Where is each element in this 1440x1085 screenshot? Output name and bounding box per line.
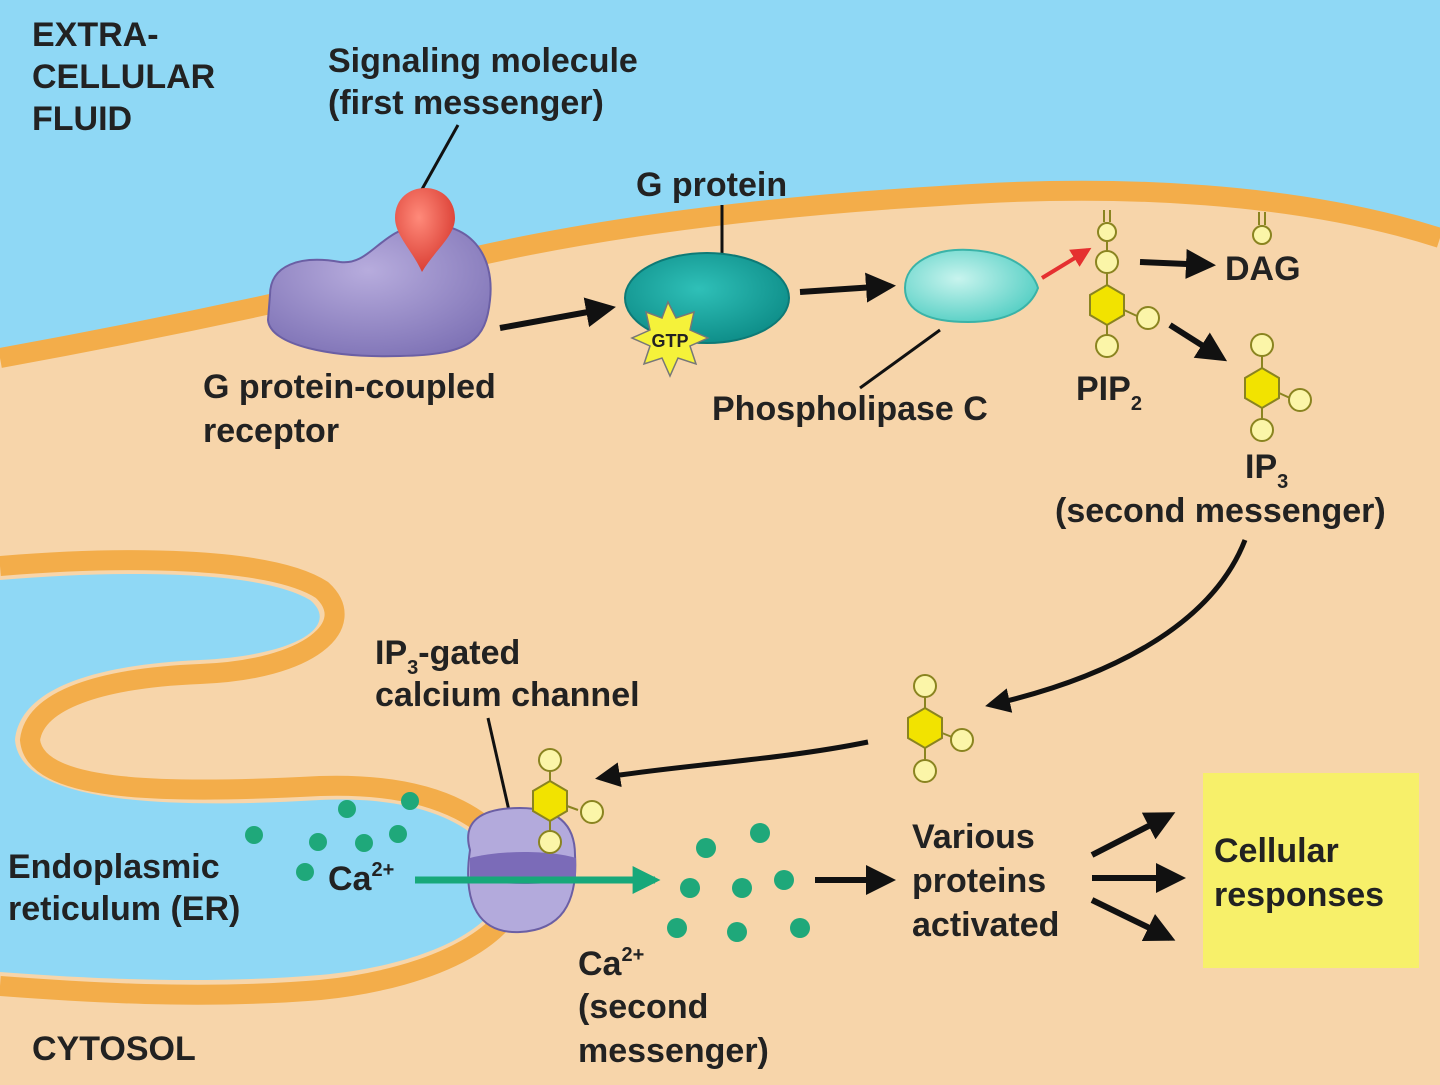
arrow-to-responses-down <box>1090 897 1176 941</box>
proteins-label-3: activated <box>912 906 1059 944</box>
channel-leader-line <box>486 717 512 816</box>
pip2-label: PIP2 <box>1076 370 1142 415</box>
arrow-gprotein-to-plc <box>799 272 896 303</box>
proteins-label-2: proteins <box>912 862 1046 900</box>
arrow-ip3-binds-channel <box>595 739 869 788</box>
er-label-1: Endoplasmic <box>8 848 220 886</box>
signaling-molecule <box>395 188 455 272</box>
arrow-plc-cleaves-pip2 <box>1040 247 1092 280</box>
er-label-2: reticulum (ER) <box>8 890 240 928</box>
plasma-membrane <box>0 180 1440 368</box>
extracellular-label-3: FLUID <box>32 100 132 138</box>
arrow-to-dag <box>1139 248 1216 279</box>
ca-cytosol-label-3: messenger) <box>578 1032 769 1070</box>
responses-label-2: responses <box>1214 876 1384 914</box>
calcium-ions-er <box>245 792 419 881</box>
calcium-ions-cytosol <box>667 823 810 942</box>
g-protein-coupled-receptor <box>266 223 492 358</box>
arrow-to-ip3 <box>1168 322 1228 362</box>
phospholipase-c <box>903 248 1040 324</box>
signaling-leader-line <box>414 124 460 201</box>
pip2-molecule <box>1089 210 1160 358</box>
ip3-molecule-middle <box>907 674 974 783</box>
arrow-receptor-to-gprotein <box>499 297 616 331</box>
receptor-label-2: receptor <box>203 412 339 450</box>
ip3-molecule-bound <box>532 748 604 854</box>
responses-label-1: Cellular <box>1214 832 1339 870</box>
channel-label-1: IP3-gated <box>375 634 520 679</box>
cytosol-label: CYTOSOL <box>32 1030 196 1068</box>
ca-er-label: Ca2+ <box>328 859 394 898</box>
ip3-label: IP3 <box>1245 448 1288 493</box>
er-membrane <box>0 550 531 1005</box>
g-protein-label: G protein <box>636 166 787 204</box>
arrow-ip3-diffuses <box>985 539 1248 713</box>
phospholipase-c-label: Phospholipase C <box>712 390 988 428</box>
gtp-label: GTP <box>651 331 688 351</box>
receptor-label-1: G protein-coupled <box>203 368 496 406</box>
signaling-molecule-label-2: (first messenger) <box>328 84 604 122</box>
signaling-molecule-label-1: Signaling molecule <box>328 42 638 80</box>
cellular-responses-box <box>1203 773 1419 968</box>
arrow-to-responses-up <box>1090 812 1176 858</box>
ca-cytosol-label-2: (second <box>578 988 708 1026</box>
channel-label-2: calcium channel <box>375 676 640 714</box>
ip3-second-messenger-label: (second messenger) <box>1055 492 1386 530</box>
er-lumen <box>0 574 505 981</box>
extracellular-label-2: CELLULAR <box>32 58 215 96</box>
dag-molecule <box>1252 212 1272 245</box>
extracellular-label-1: EXTRA- <box>32 16 159 54</box>
ip3-gated-calcium-channel <box>467 806 577 934</box>
plc-leader-line <box>859 328 941 390</box>
proteins-label-1: Various <box>912 818 1035 856</box>
gtp-starburst <box>630 300 710 378</box>
dag-label: DAG <box>1225 250 1301 288</box>
ip3-molecule-top <box>1244 333 1312 442</box>
ca-cytosol-label-1: Ca2+ <box>578 944 644 983</box>
